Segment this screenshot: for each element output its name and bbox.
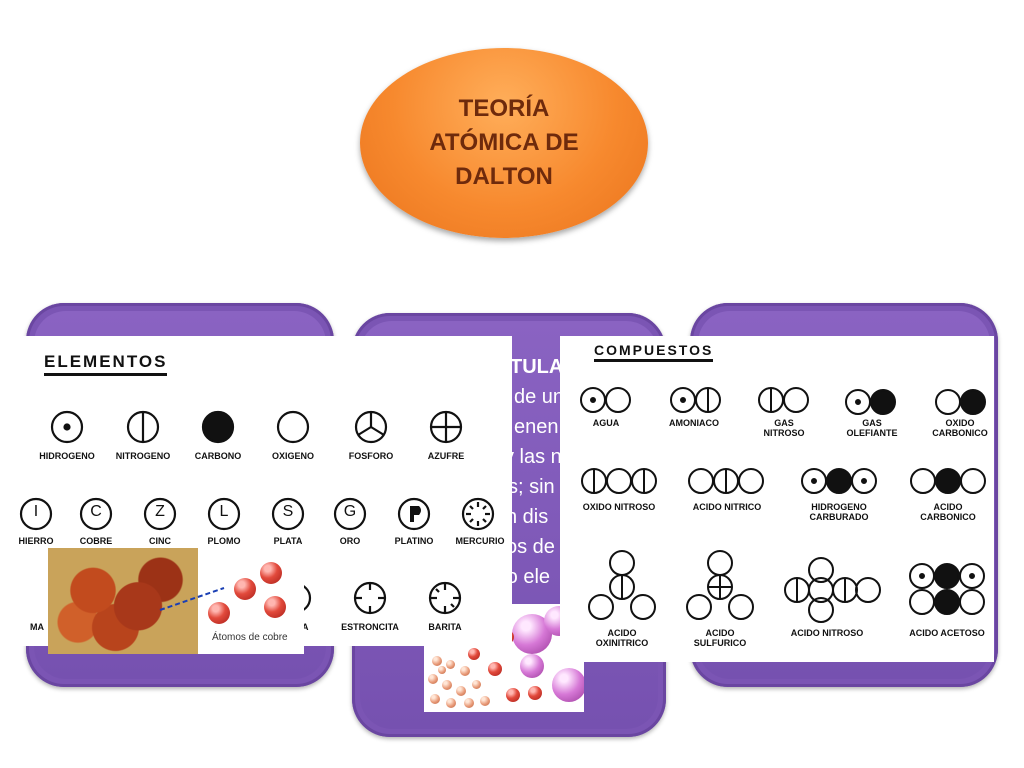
element-label: MERCURIO <box>455 536 505 546</box>
azufre-symbol <box>429 410 463 444</box>
compound-label: AGUA <box>592 418 620 428</box>
plata-letter: S <box>282 503 294 520</box>
compuestos-panel: COMPUESTOS <box>560 336 994 662</box>
oxido-carbonico-symbol <box>935 389 986 415</box>
postulado-line: ro ele <box>500 566 551 588</box>
element-label: COBRE <box>79 536 113 546</box>
element-label: ORO <box>339 536 361 546</box>
postulado-line: s; sin <box>508 476 555 498</box>
element-label: PLATINO <box>394 536 434 546</box>
plomo-letter: L <box>219 503 229 520</box>
elementos-panel: ELEMENTOS <box>0 336 512 654</box>
compuestos-header: COMPUESTOS <box>594 342 714 362</box>
cobre-letter: C <box>90 503 102 520</box>
postulado-line: de un <box>514 386 565 408</box>
agua-symbol <box>580 387 631 413</box>
element-label: HIDROGENO <box>39 451 95 461</box>
element-label: CINC <box>149 536 171 546</box>
element-label: OXIGENO <box>271 451 314 461</box>
fosforo-symbol <box>354 410 388 444</box>
title-oval: TEORÍA ATÓMICA DE DALTON <box>360 48 648 238</box>
postulado-line: enen <box>514 416 559 438</box>
gas-olefiante-symbol <box>845 389 896 415</box>
copper-atoms-photo: Átomos de cobre <box>48 548 304 654</box>
element-label: PLATA <box>273 536 303 546</box>
gas-nitroso-symbol <box>758 387 809 413</box>
oxigeno-symbol <box>276 410 310 444</box>
oro-letter: G <box>343 503 357 520</box>
compound-label: OXIDO CARBONICO <box>932 418 988 438</box>
copper-caption: Átomos de cobre <box>212 632 288 643</box>
acido-oxinitrico-symbol <box>588 550 656 620</box>
copper-sample-image <box>48 548 198 654</box>
acido-acetoso-symbol <box>909 563 985 615</box>
compound-label: ACIDO ACETOSO <box>909 628 985 638</box>
element-label: HIERRO <box>18 536 54 546</box>
hidrogeno-carburado-symbol <box>801 468 877 494</box>
hierro-letter: I <box>33 503 39 520</box>
compound-label: ACIDO CARBONICO <box>920 502 976 522</box>
element-label: MA <box>30 622 44 632</box>
compound-label: HIDROGENO CARBURADO <box>809 502 869 522</box>
postulado-line: os de <box>506 536 555 558</box>
element-label: CARBONO <box>194 451 242 461</box>
nitrogeno-symbol <box>126 410 160 444</box>
mercurio-symbol <box>461 497 495 531</box>
acido-nitrico-symbol <box>688 468 764 494</box>
estroncita-symbol <box>353 581 387 615</box>
hidrogeno-symbol <box>50 410 84 444</box>
cinc-letter: Z <box>155 503 165 520</box>
postulado-line: y las n <box>504 446 562 468</box>
acido-sulfurico-symbol <box>686 550 754 620</box>
acido-carbonico-symbol <box>910 468 986 494</box>
page-title: TEORÍA ATÓMICA DE DALTON <box>429 95 579 190</box>
postulado-line: n dis <box>506 506 549 528</box>
acido-nitroso-symbol <box>784 557 881 623</box>
element-label: PLOMO <box>207 536 241 546</box>
amoniaco-symbol <box>670 387 721 413</box>
compound-label: ACIDO NITROSO <box>790 628 864 638</box>
compound-label: ACIDO NITRICO <box>692 502 762 512</box>
compound-label: GAS OLEFIANTE <box>846 418 898 438</box>
compound-label: OXIDO NITROSO <box>582 502 656 512</box>
element-label: NITROGENO <box>115 451 171 461</box>
barita-symbol <box>428 581 462 615</box>
oxido-nitroso-symbol <box>581 468 657 494</box>
element-label: ESTRONCITA <box>341 622 399 632</box>
postulados-heading: TULA <box>510 356 564 378</box>
element-label: FOSFORO <box>348 451 394 461</box>
element-label: AZUFRE <box>427 451 465 461</box>
elementos-header: ELEMENTOS <box>44 352 168 376</box>
compound-label: GAS NITROSO <box>763 418 805 438</box>
compound-label: ACIDO SULFURICO <box>693 628 747 648</box>
compound-label: AMONIACO <box>669 418 719 428</box>
compound-label: ACIDO OXINITRICO <box>595 628 649 648</box>
compuestos-symbols <box>580 387 986 623</box>
postulados-text: TULA de un enen y las n s; sin n dis os … <box>470 352 570 602</box>
carbono-symbol <box>201 410 235 444</box>
element-label: BARITA <box>428 622 462 632</box>
